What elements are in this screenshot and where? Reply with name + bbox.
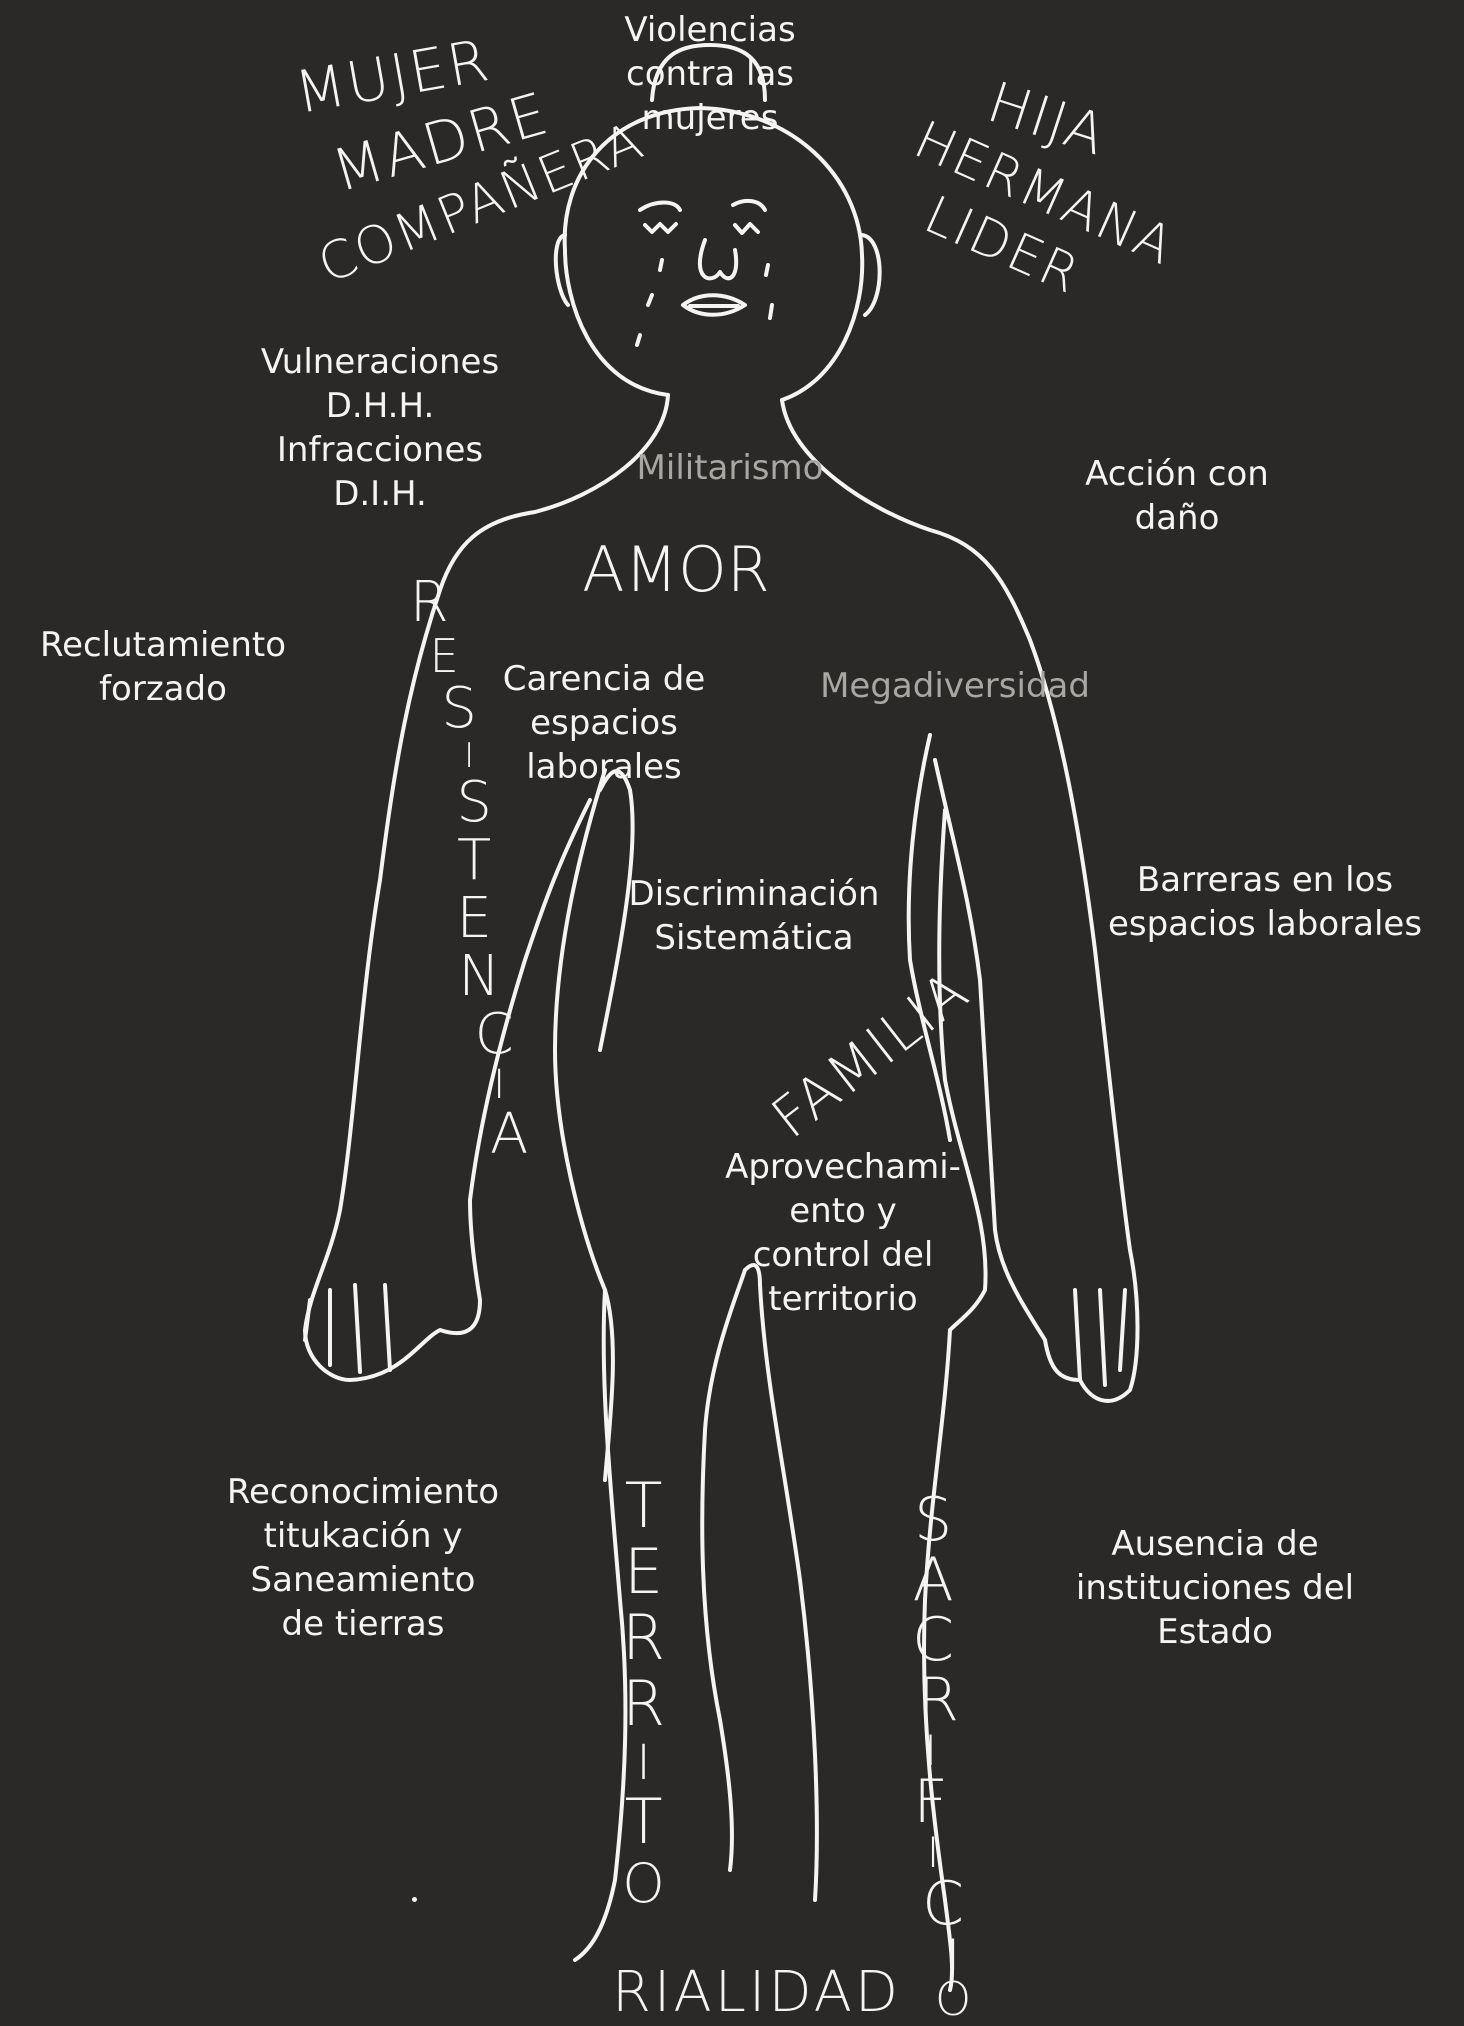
note-megadiversidad: Megadiversidad bbox=[820, 664, 1090, 708]
note-reclutamiento: Reclutamiento forzado bbox=[40, 623, 286, 711]
note-amor: AMOR bbox=[582, 535, 770, 605]
right-leg-inner bbox=[760, 1285, 817, 1900]
left-hand-fingers bbox=[305, 1285, 390, 1372]
word-territorialidad: T E R R I T O bbox=[622, 1475, 665, 1911]
note-ausencia: Ausencia de instituciones del Estado bbox=[1076, 1522, 1354, 1654]
note-vulneraciones: Vulneraciones D.H.H. Infracciones D.I.H. bbox=[261, 340, 499, 516]
left-leg-outer bbox=[575, 1290, 625, 1960]
note-accion-con-dano: Acción con daño bbox=[1085, 452, 1269, 540]
left-leg-inner bbox=[702, 1270, 745, 1870]
note-militarismo: Militarismo bbox=[637, 446, 824, 490]
tears bbox=[637, 260, 772, 345]
nose bbox=[700, 240, 736, 278]
note-barreras: Barreras en los espacios laborales bbox=[1108, 858, 1422, 946]
word-sacrificio: S A C R I F I C I O bbox=[885, 1490, 971, 2022]
word-rialidad: RIALIDAD bbox=[612, 1960, 901, 2025]
head-note-violencias: Violencias contra las mujeres bbox=[624, 8, 795, 140]
right-hand-fingers bbox=[1075, 1290, 1125, 1385]
mouth bbox=[683, 295, 745, 315]
note-carencia: Carencia de espacios laborales bbox=[503, 657, 706, 789]
note-discriminacion: Discriminación Sistemática bbox=[629, 872, 880, 960]
eye-right-lashes bbox=[735, 224, 758, 233]
eye-left-lashes bbox=[645, 224, 676, 232]
chalk-dot bbox=[412, 1897, 417, 1902]
note-aprovechamiento: Aprovechami- ento y control del territor… bbox=[725, 1145, 961, 1321]
note-reconocimiento: Reconocimiento titukación y Saneamiento … bbox=[227, 1470, 499, 1646]
word-resistencia: R E S I S T E N C I A bbox=[330, 575, 528, 1163]
eye-right bbox=[733, 201, 765, 210]
ear-right bbox=[862, 235, 880, 315]
eye-left bbox=[640, 203, 680, 211]
